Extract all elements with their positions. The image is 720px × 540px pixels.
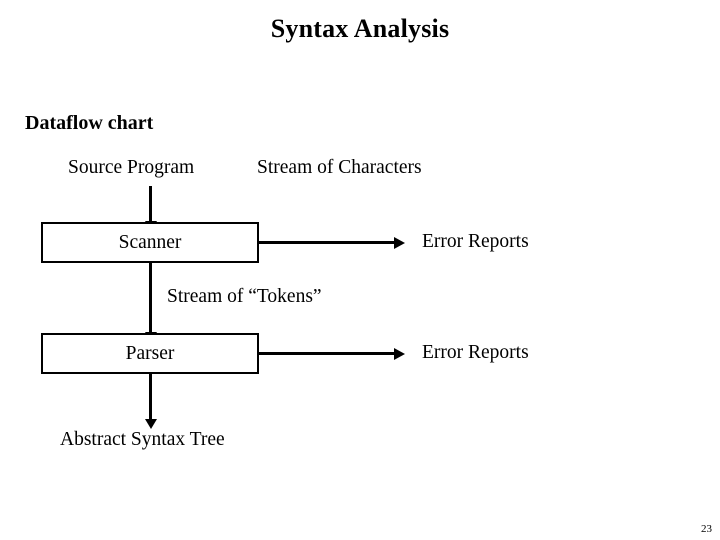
arrow-parser-to-error-reports-icon <box>258 347 405 360</box>
process-box-parser[interactable]: Parser <box>41 333 259 374</box>
process-box-scanner-label: Scanner <box>118 231 182 253</box>
label-error-reports-parser: Error Reports <box>422 342 529 363</box>
label-stream-of-tokens: Stream of “Tokens” <box>167 286 322 307</box>
label-abstract-syntax-tree: Abstract Syntax Tree <box>60 429 225 450</box>
page-title: Syntax Analysis <box>270 14 450 43</box>
arrow-scanner-to-parser-icon <box>144 263 157 342</box>
label-stream-of-characters: Stream of Characters <box>257 157 422 178</box>
arrow-source-to-scanner-icon <box>144 186 157 231</box>
arrowhead-down-icon <box>144 419 157 429</box>
arrow-parser-to-abstract-syntax-tree-icon <box>144 374 157 429</box>
process-box-scanner[interactable]: Scanner <box>41 222 259 263</box>
page-number: 23 <box>701 523 712 535</box>
label-source-program: Source Program <box>68 157 195 178</box>
arrowhead-right-icon <box>394 236 405 249</box>
section-heading: Dataflow chart <box>25 112 154 134</box>
label-error-reports-scanner: Error Reports <box>422 231 529 252</box>
arrow-scanner-to-error-reports-icon <box>258 236 405 249</box>
arrowhead-right-icon <box>394 347 405 360</box>
process-box-parser-label: Parser <box>125 342 175 364</box>
